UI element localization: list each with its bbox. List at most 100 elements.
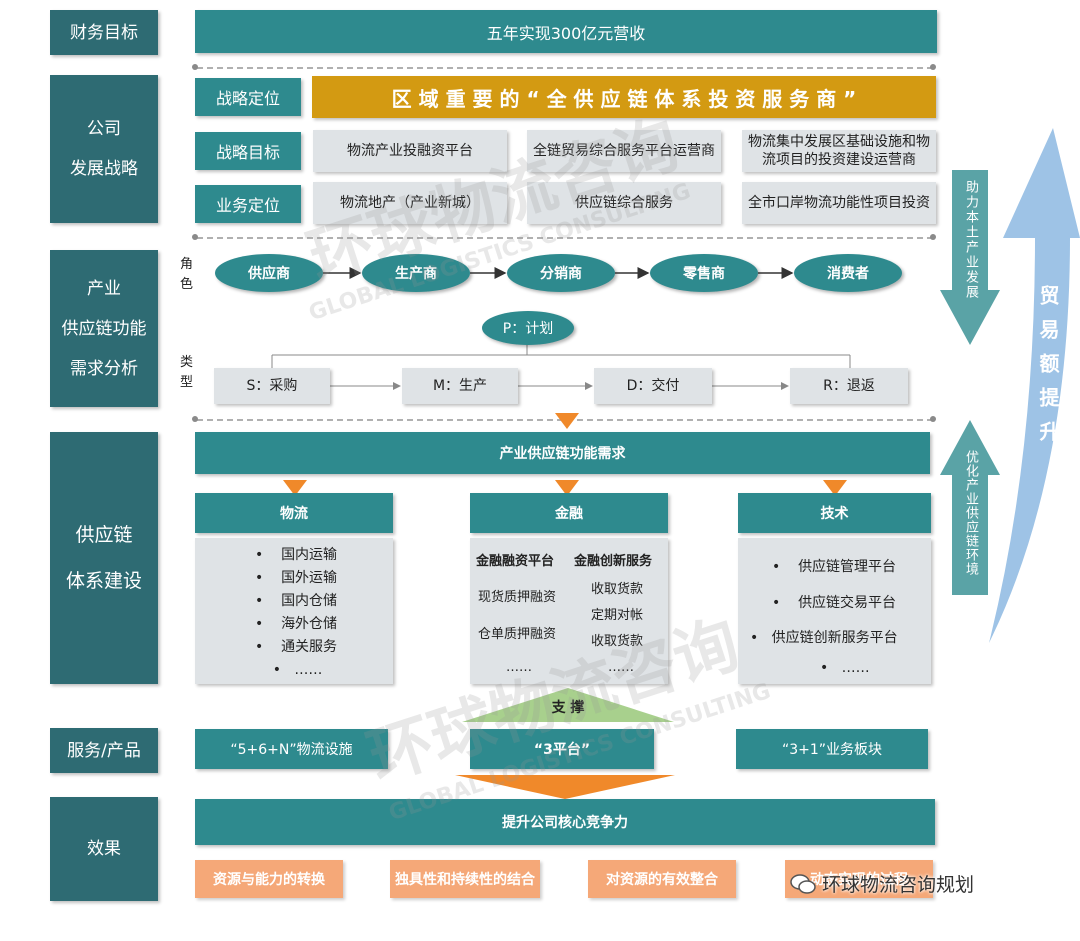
tech-item-2: 供应链交易平台 <box>798 595 897 611</box>
role-distributor-text: 分销商 <box>540 266 582 282</box>
positioning-banner-text: 区 域 重 要 的 “ 全 供 应 链 体 系 投 资 服 务 商 ” <box>391 86 857 111</box>
list-item: • 供应链管理平台 <box>772 559 897 575</box>
strategy-label: 公司 发展战略 <box>50 75 158 223</box>
separator-3-dot-right <box>930 416 936 422</box>
goal-box-2: 全链贸易综合服务平台运营商 <box>527 130 721 172</box>
down-arrow-header <box>555 413 579 429</box>
positioning-banner: 区 域 重 要 的 “ 全 供 应 链 体 系 投 资 服 务 商 ” <box>312 76 936 118</box>
type-r-text: R：退返 <box>823 378 875 394</box>
effect-label: 效果 <box>50 797 158 901</box>
goal-label-text: 战略目标 <box>215 143 280 162</box>
finance-goal-label: 财务目标 <box>50 10 158 55</box>
down-arrow-finance <box>555 480 579 496</box>
effect-item-4-text: 动态实现的过程 <box>810 872 908 888</box>
business-text-3: 全市口岸物流功能性项目投资 <box>748 195 930 211</box>
tech-item-1: 供应链管理平台 <box>798 559 897 575</box>
support-label: 支 撑 <box>551 700 585 716</box>
business-text-2: 供应链综合服务 <box>575 195 673 211</box>
separator-2 <box>197 237 933 239</box>
logistics-item-4: 海外仓储 <box>281 616 338 632</box>
role-supplier: 供应商 <box>215 254 323 292</box>
analysis-label-line1: 产业 <box>87 278 121 299</box>
system-header-text: 产业供应链功能需求 <box>499 446 626 462</box>
list-item: • 供应链创新服务平台 <box>750 630 898 646</box>
finance-col1-title: 金融融资平台 <box>476 554 555 569</box>
logistics-list: • 国内运输 • 国外运输 • 国内仓储 • 海外仓储 • 通关服务 • …… <box>195 538 393 684</box>
effect-header-text: 提升公司核心竞争力 <box>502 815 628 831</box>
finance-col1-item-1: 现货质押融资 <box>478 590 557 605</box>
analysis-label-line3: 需求分析 <box>70 358 138 379</box>
finance-col2-item-3: 收取货款 <box>591 634 644 649</box>
service-text-3: “3+1”业务板块 <box>781 742 883 758</box>
system-header: 产业供应链功能需求 <box>195 432 930 474</box>
system-label-line2: 体系建设 <box>65 570 142 592</box>
logistics-item-2: 国外运输 <box>281 570 338 586</box>
separator-2-dot-left <box>192 234 198 240</box>
plan-oval: P：计划 <box>482 311 574 345</box>
list-item: • 通关服务 <box>255 639 338 655</box>
business-box-3: 全市口岸物流功能性项目投资 <box>742 182 936 224</box>
service-text-2: “3平台” <box>533 742 591 758</box>
tech-item-3: 供应链创新服务平台 <box>771 630 898 646</box>
logistics-item-5: 通关服务 <box>281 639 338 655</box>
effect-header: 提升公司核心竞争力 <box>195 799 935 845</box>
finance-target-text: 五年实现300亿元营收 <box>486 23 646 43</box>
tech-title-text: 技术 <box>820 506 849 522</box>
type-s-text: S：采购 <box>246 378 298 394</box>
service-box-3: “3+1”业务板块 <box>736 729 928 769</box>
effect-item-2-text: 独具性和持续性的结合 <box>395 872 535 888</box>
up-arrow-text: 优化产业供应链环境 <box>963 450 978 576</box>
analysis-label-line2: 供应链功能 <box>61 318 147 339</box>
role-retailer: 零售商 <box>650 254 758 292</box>
down-arrow-tech <box>823 480 847 496</box>
separator-1-dot-left <box>192 64 198 70</box>
list-item: • 海外仓储 <box>255 616 338 632</box>
strategy-label-line2: 发展战略 <box>70 159 138 179</box>
big-arrow-text: 贸易额提升 <box>1036 285 1060 455</box>
service-text-1: “5+6+N”物流设施 <box>230 742 353 758</box>
goal-box-1: 物流产业投融资平台 <box>313 130 507 172</box>
goal-text-1: 物流产业投融资平台 <box>347 143 473 159</box>
effect-item-3: 对资源的有效整合 <box>588 860 736 898</box>
type-box-m: M：生产 <box>402 368 518 404</box>
type-d-text: D：交付 <box>626 378 680 394</box>
list-item: • 国内仓储 <box>255 593 338 609</box>
service-label-text: 服务/产品 <box>67 740 141 761</box>
list-item: • 国内运输 <box>255 547 338 563</box>
effect-item-1: 资源与能力的转换 <box>195 860 343 898</box>
big-curved-arrow <box>989 128 1080 643</box>
list-item: • …… <box>255 662 323 678</box>
roles-label-text: 角色 <box>180 257 194 292</box>
logistics-item-3: 国内仓储 <box>281 593 338 609</box>
type-box-d: D：交付 <box>594 368 712 404</box>
analysis-label: 产业 供应链功能 需求分析 <box>50 250 158 407</box>
positioning-label: 战略定位 <box>195 78 301 116</box>
business-label-text: 业务定位 <box>215 196 280 215</box>
effect-down-arrow <box>455 775 675 799</box>
tech-list: • 供应链管理平台 • 供应链交易平台 • 供应链创新服务平台 • …… <box>738 538 931 684</box>
positioning-label-text: 战略定位 <box>215 89 280 108</box>
business-text-1: 物流地产（产业新城） <box>340 195 480 211</box>
type-m-text: M：生产 <box>432 378 488 394</box>
finance-col2-title: 金融创新服务 <box>574 554 653 569</box>
role-distributor: 分销商 <box>507 254 615 292</box>
role-retailer-text: 零售商 <box>683 266 725 282</box>
brand-badge-text: 环球物流咨询规划 <box>822 874 975 896</box>
tech-item-4: …… <box>841 660 870 676</box>
finance-col1-item-3: …… <box>506 660 532 675</box>
down-arrow-text: 助力本土产业发展 <box>963 180 978 300</box>
goal-text-2: 全链贸易综合服务平台运营商 <box>533 143 715 159</box>
effect-item-3-text: 对资源的有效整合 <box>606 872 718 888</box>
brand-badge: 环球物流咨询规划 <box>790 870 974 897</box>
service-box-1: “5+6+N”物流设施 <box>195 729 388 769</box>
logistics-title: 物流 <box>195 493 393 533</box>
finance-title-text: 金融 <box>555 506 583 522</box>
effect-item-4: 动态实现的过程 <box>785 860 933 898</box>
service-box-2: “3平台” <box>470 729 654 769</box>
finance-goal-label-text: 财务目标 <box>70 22 138 43</box>
goal-label: 战略目标 <box>195 132 301 170</box>
support-triangle <box>462 688 674 722</box>
list-item: • 供应链交易平台 <box>772 595 897 611</box>
plan-text: P：计划 <box>502 321 554 337</box>
